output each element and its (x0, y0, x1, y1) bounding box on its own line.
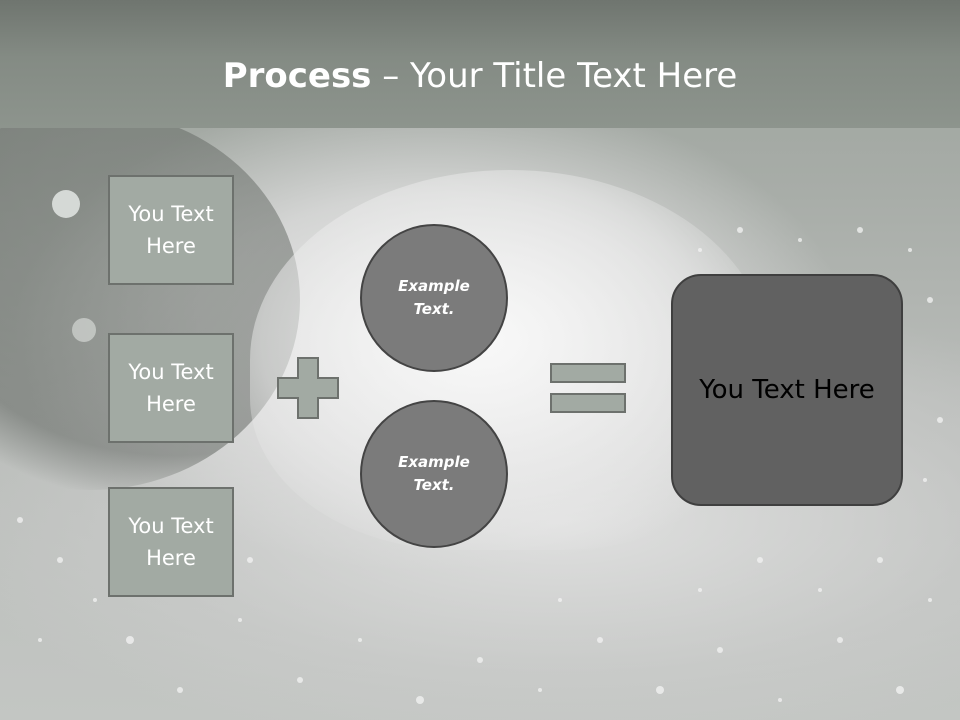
example-circle-2: Example Text. (360, 400, 508, 548)
text-box-2-label: You Text Here (128, 360, 214, 416)
example-circle-2-label: Example Text. (398, 453, 470, 494)
plus-icon (277, 357, 339, 419)
text-box-3: You Text Here (108, 487, 234, 597)
example-circle-1-label: Example Text. (398, 277, 470, 318)
title-bold: Process (222, 56, 372, 96)
text-box-2: You Text Here (108, 333, 234, 443)
equals-icon-bottom-bar (550, 393, 626, 413)
text-box-1-label: You Text Here (128, 202, 214, 258)
text-box-3-label: You Text Here (128, 514, 214, 570)
result-box: You Text Here (671, 274, 903, 506)
title-bar: Process – Your Title Text Here (0, 0, 960, 128)
equals-icon-top-bar (550, 363, 626, 383)
result-box-label: You Text Here (699, 375, 875, 405)
slide-title: Process – Your Title Text Here (0, 54, 960, 98)
example-circle-1: Example Text. (360, 224, 508, 372)
text-box-1: You Text Here (108, 175, 234, 285)
title-rest: – Your Title Text Here (371, 56, 738, 96)
